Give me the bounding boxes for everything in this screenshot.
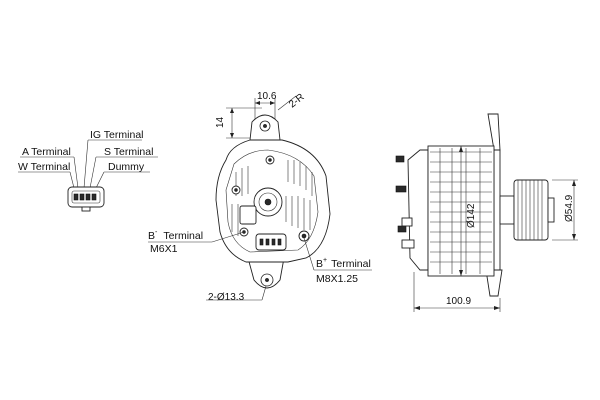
b-plus-thread: M8X1.25 [316, 273, 358, 285]
front-view [148, 95, 372, 301]
a-terminal-label: A Terminal [22, 146, 71, 158]
b-minus-label: B-Terminal [148, 229, 203, 242]
dim-top-width: 10.6 [257, 91, 277, 102]
dummy-label: Dummy [108, 161, 145, 173]
dim-hole: 2-Ø13.3 [208, 292, 245, 303]
dim-radius: 2-R [287, 92, 306, 111]
connector-detail [18, 139, 158, 212]
b-minus-thread: M6X1 [150, 243, 178, 255]
w-terminal-label: W Terminal [18, 161, 70, 173]
s-terminal-label: S Terminal [104, 146, 153, 158]
side-view [395, 113, 578, 312]
dim-body-dia: Ø142 [466, 203, 477, 228]
b-plus-label: B+Terminal [316, 257, 371, 270]
dim-ear-height: 14 [215, 116, 226, 128]
ig-terminal-label: IG Terminal [90, 129, 144, 141]
dim-length: 100.9 [446, 296, 471, 307]
dim-pulley-dia: Ø54.9 [564, 194, 575, 222]
